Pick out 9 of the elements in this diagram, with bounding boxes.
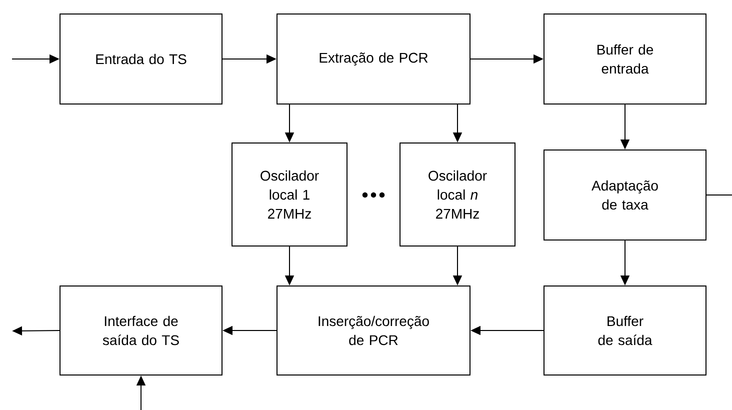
process-box: Adaptação de taxa <box>544 150 706 240</box>
process-box: Interface de saída do TS <box>60 286 222 376</box>
process-box: Entrada do TS <box>60 14 222 104</box>
process-box: Buffer de entrada <box>544 14 706 104</box>
process-box: Buffer de saída <box>544 286 706 376</box>
process-box: Oscilador local 1 27MHz <box>232 142 348 246</box>
process-box: Inserção/correção de PCR <box>276 286 470 376</box>
process-box: Oscilador local n 27MHz <box>400 142 516 246</box>
process-box: Extração de PCR <box>276 14 470 104</box>
